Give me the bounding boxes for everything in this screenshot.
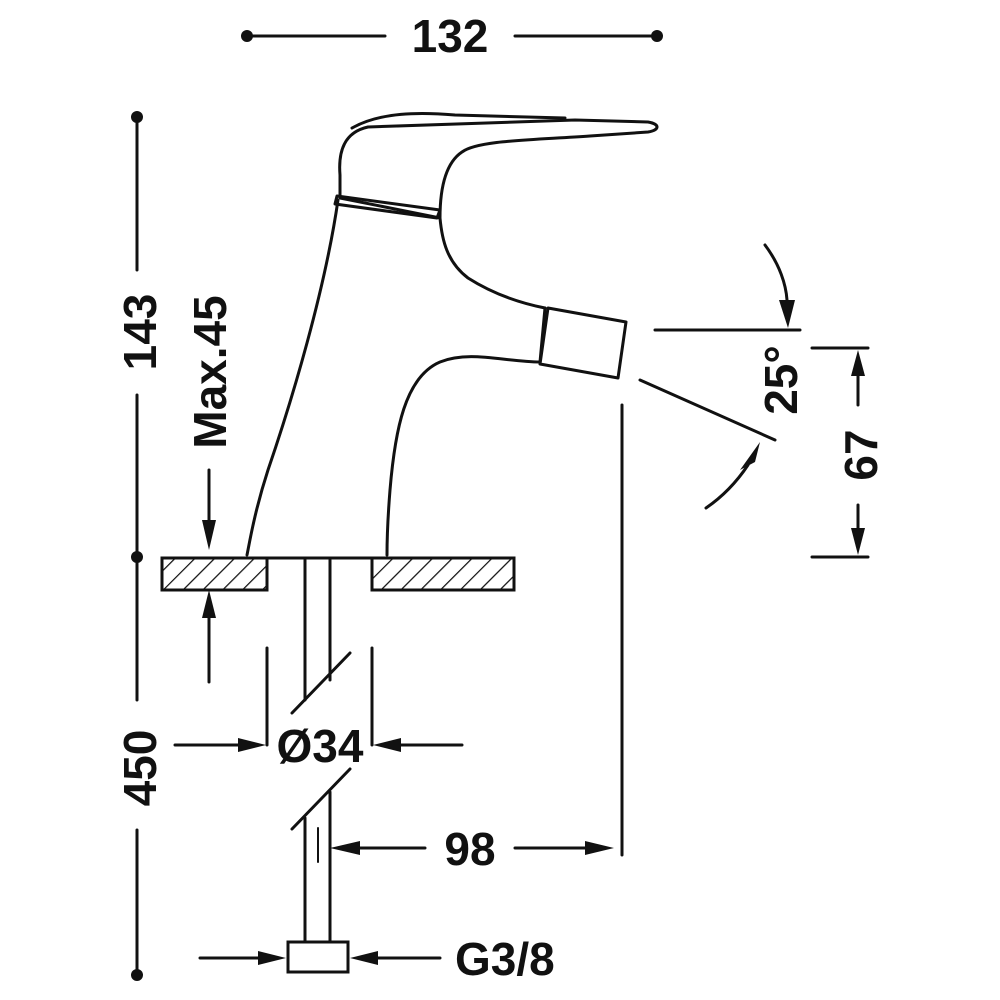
spout-angle-dimension: 25° <box>638 243 807 510</box>
hole-diameter-dimension: Ø34 <box>173 646 464 772</box>
spout-reach-label: 98 <box>444 823 495 875</box>
hose-length-label: 450 <box>114 730 166 807</box>
spout-angle-label: 25° <box>755 345 807 415</box>
connection-label: G3/8 <box>455 933 555 985</box>
width-dimension: 132 <box>241 10 663 62</box>
deck-thickness-label: Max.45 <box>184 295 236 448</box>
spout-height-label: 67 <box>835 429 887 480</box>
height-dimension-label: 143 <box>114 294 166 371</box>
spout-height-dimension: 67 <box>810 346 887 559</box>
spout-reach-dimension: 98 <box>317 403 624 875</box>
countertop-section <box>160 556 516 592</box>
supply-hose <box>286 558 352 974</box>
mixer-body <box>245 111 659 557</box>
hose-length-dimension: 450 <box>114 555 166 977</box>
connection-dimension: G3/8 <box>198 933 555 985</box>
height-dimension: 143 <box>114 111 166 981</box>
hole-diameter-label: Ø34 <box>277 720 364 772</box>
width-dimension-label: 132 <box>412 10 489 62</box>
deck-thickness-dimension: Max.45 <box>184 295 236 684</box>
